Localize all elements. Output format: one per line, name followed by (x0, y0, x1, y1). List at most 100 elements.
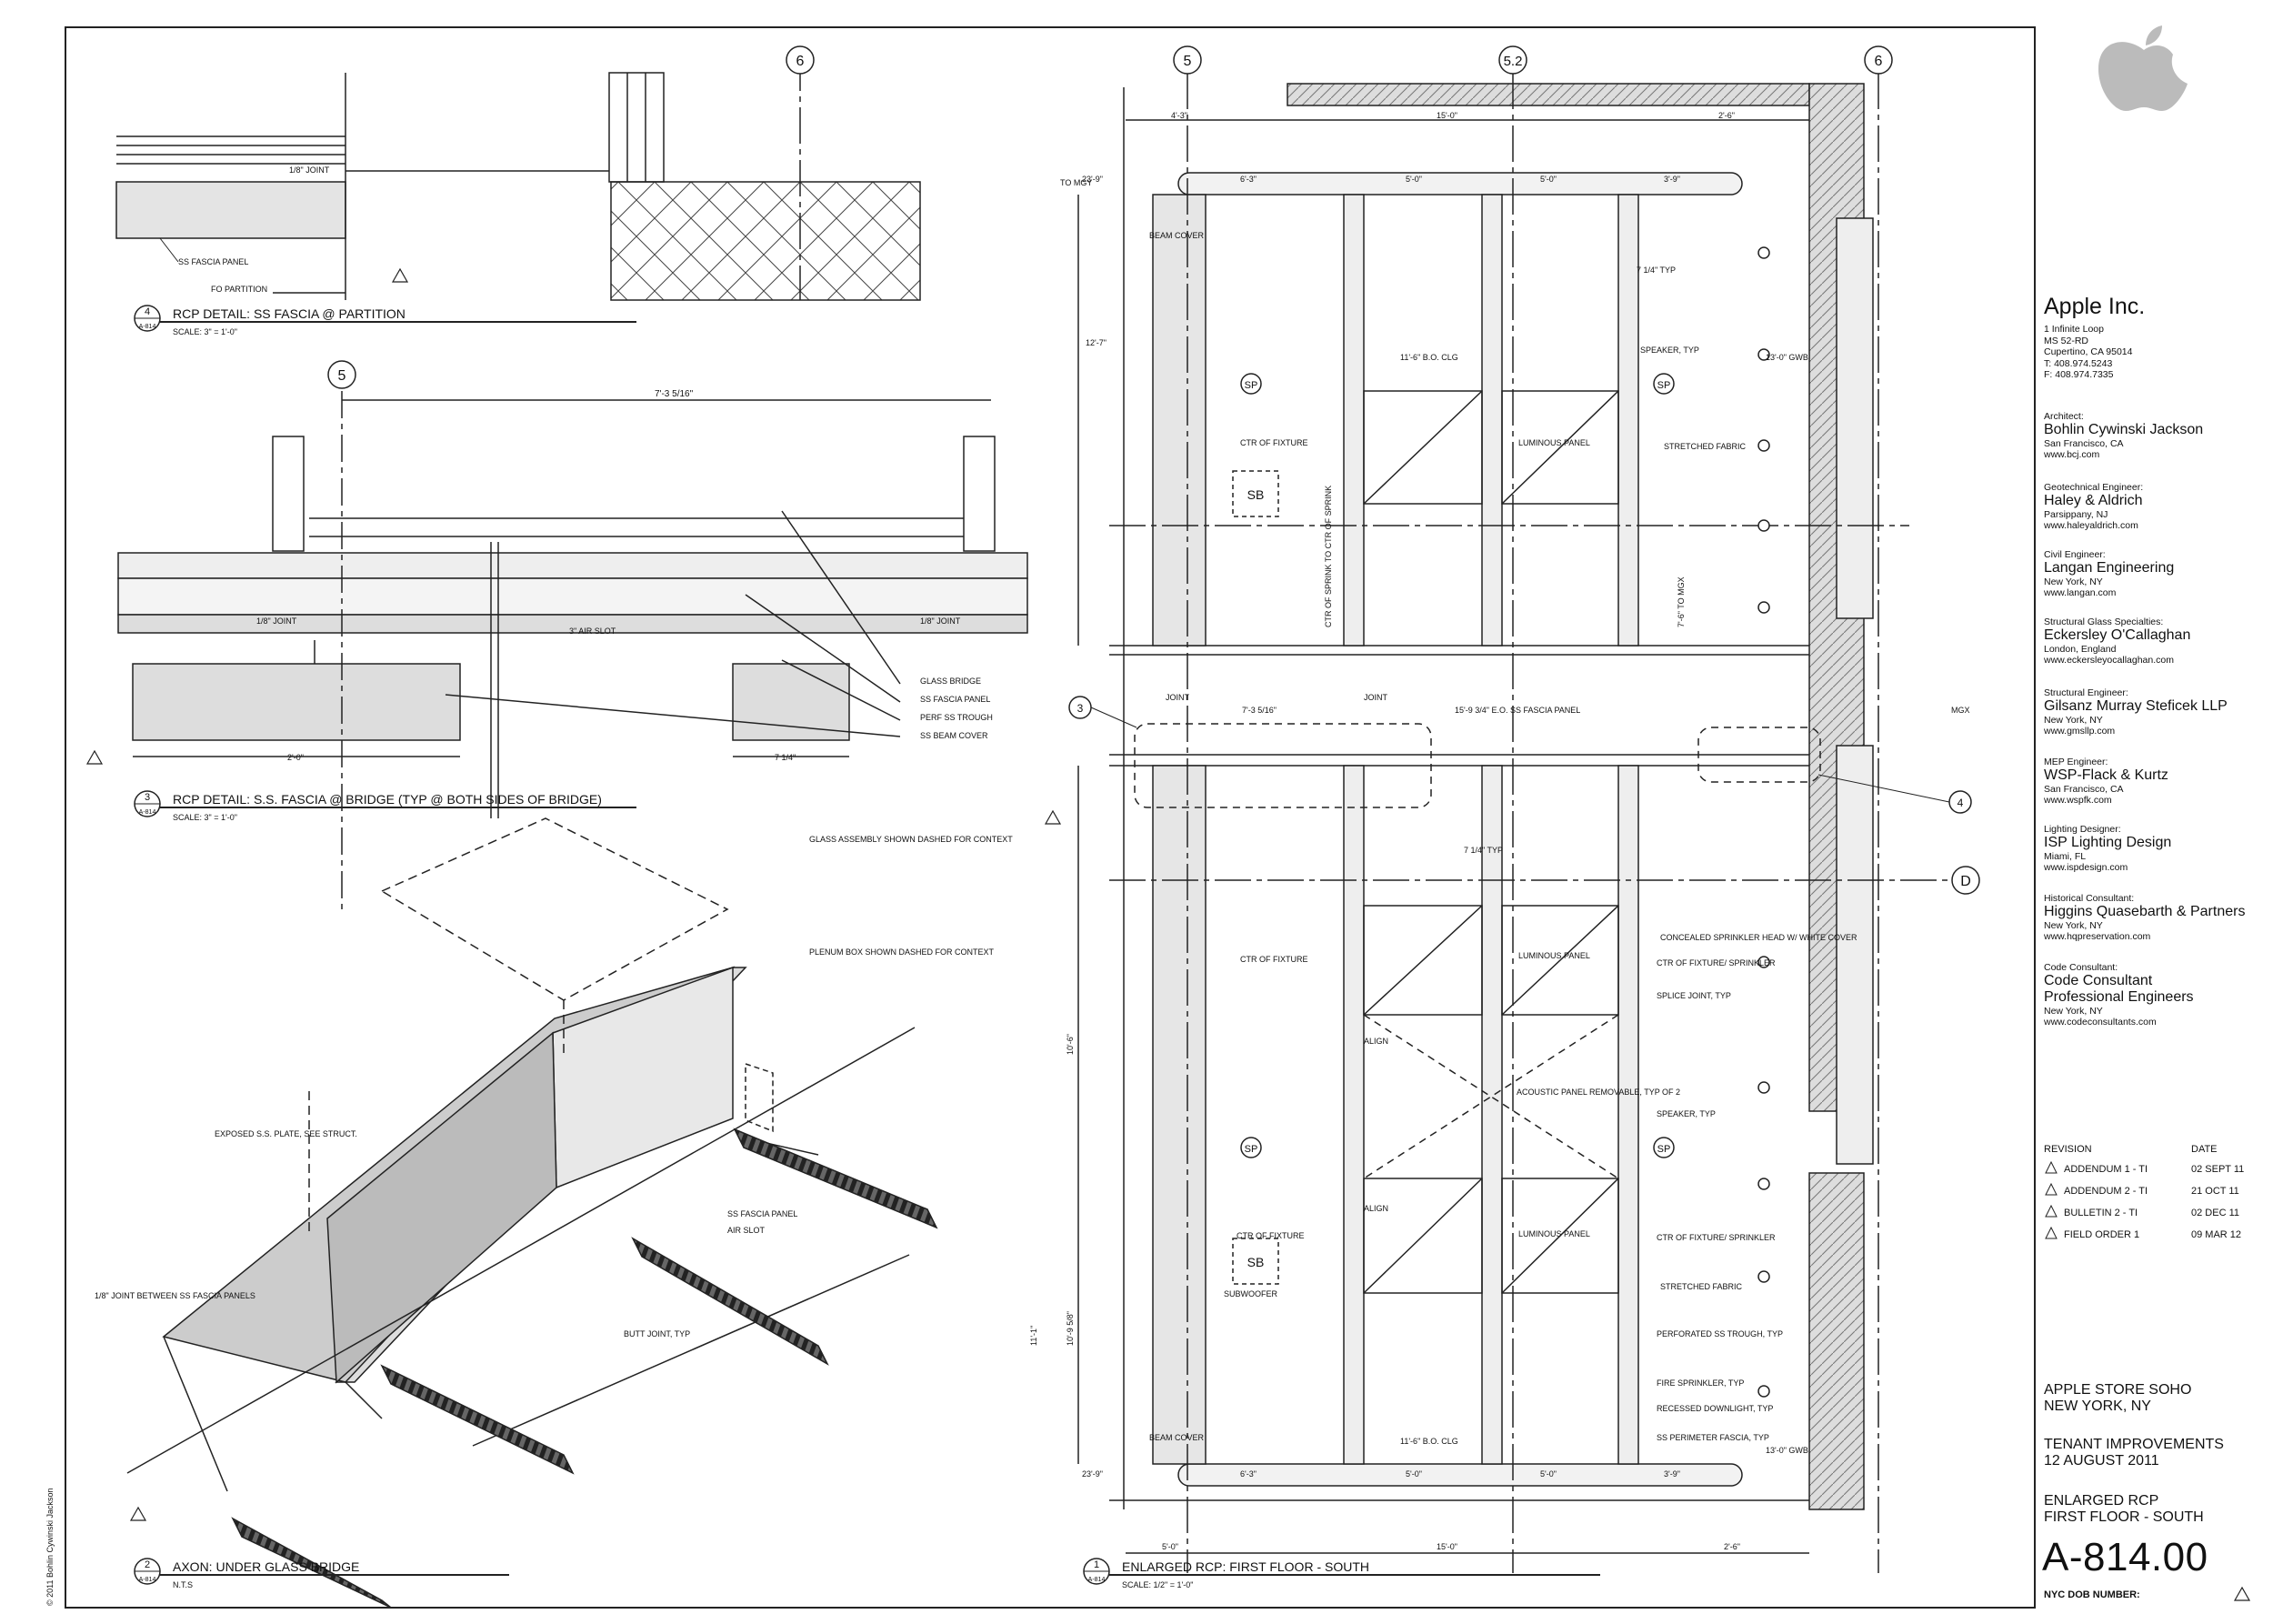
svg-text:SCALE: 1/2" = 1'-0": SCALE: 1/2" = 1'-0" (1122, 1580, 1193, 1589)
detail-title-1: 1 A-814 ENLARGED RCP: FIRST FLOOR - SOUT… (1083, 1558, 1600, 1589)
consultant-architect: Architect: Bohlin Cywinski Jackson San F… (2044, 411, 2262, 460)
svg-text:D: D (1960, 874, 1971, 889)
detail-4-leader (159, 237, 179, 263)
plan-ctr-sprinkler-low: CTR OF FIXTURE/ SPRINKLER (1657, 1233, 1776, 1242)
detail-3-air-slot: 3" AIR SLOT (569, 627, 616, 636)
plan-mid-dim-7-3: 7'-3 5/16" (1242, 706, 1277, 715)
plan-bottom-2-6: 2'-6" (1724, 1542, 1740, 1551)
consultant-firm: Bohlin Cywinski Jackson (2044, 422, 2204, 437)
plan-ctr-fixture-mid: CTR OF FIXTURE (1240, 955, 1308, 964)
consultant-location: San Francisco, CA (2044, 784, 2124, 795)
detail-3-cover-note: SS BEAM COVER (920, 731, 988, 740)
consultant-location: New York, NY (2044, 576, 2103, 587)
detail-4-partition-note: FO PARTITION (211, 285, 267, 294)
consultant-web: www.wspfk.com (2044, 795, 2112, 806)
consultant-role: Historical Consultant: (2044, 893, 2135, 904)
plan-splice: SPLICE JOINT, TYP (1657, 991, 1731, 1000)
date-header: DATE (2191, 1144, 2218, 1155)
detail-4-joint-note: 1/8" JOINT (289, 165, 330, 175)
dob-number-label: NYC DOB NUMBER: (2044, 1589, 2140, 1600)
project-phase: TENANT IMPROVEMENTS (2044, 1437, 2224, 1452)
svg-text:2: 2 (145, 1559, 150, 1570)
consultant-civil: Civil Engineer: Langan Engineering New Y… (2044, 549, 2262, 598)
detail-3-overall-dim: 7'-3 5/16" (655, 389, 694, 399)
detail-title-4: 4 A-814 RCP DETAIL: SS FASCIA @ PARTITIO… (134, 305, 636, 336)
address-line: 1 Infinite Loop (2044, 324, 2104, 335)
section-ref-4: 4 (1817, 774, 1972, 814)
plan-drawing (1077, 73, 1955, 1573)
consultant-code: Code Consultant: Code Consultant Profess… (2044, 962, 2208, 1028)
address-line: Cupertino, CA 95014 (2044, 346, 2133, 357)
detail-3-joint-right: 1/8" JOINT (920, 617, 961, 626)
revision-1-label: ADDENDUM 1 - TI (2064, 1164, 2148, 1175)
plan-mgx: MGX (1951, 706, 1970, 715)
plan-bottom-5: 5'-0" (1162, 1542, 1178, 1551)
plan-gwb-low: 13'-0" GWB (1766, 1446, 1808, 1455)
detail-3-dim-2-0: 2'-0" (287, 753, 304, 762)
svg-text:A-814: A-814 (139, 324, 156, 330)
plan-typ-7-1-4-lower: 7 1/4" TYP (1464, 846, 1503, 855)
svg-text:A-814: A-814 (1088, 1577, 1106, 1583)
plan-align-2: ALIGN (1364, 1204, 1388, 1213)
detail-3-dim-7-1-4: 7 1/4" (775, 753, 796, 762)
consultant-web: www.bcj.com (2044, 449, 2100, 460)
consultant-role: Geotechnical Engineer: (2044, 482, 2144, 493)
consultant-web: www.codeconsultants.com (2044, 1017, 2157, 1028)
consultant-location: London, England (2044, 644, 2117, 655)
svg-text:3: 3 (1077, 702, 1084, 715)
apple-logo (2098, 25, 2188, 111)
plan-recessed: RECESSED DOWNLIGHT, TYP (1657, 1404, 1773, 1413)
client-name: Apple Inc. (2044, 294, 2146, 319)
detail-3-trough-note: PERF SS TROUGH (920, 713, 993, 722)
plan-dim-6-3: 6'-3" (1240, 175, 1257, 184)
consultant-location: Parsippany, NJ (2044, 509, 2108, 520)
revision-header: REVISION (2044, 1144, 2092, 1155)
client-address: 1 Infinite Loop MS 52-RD Cupertino, CA 9… (2044, 324, 2262, 381)
sheet-title-line-1: ENLARGED RCP (2044, 1493, 2159, 1509)
svg-text:ENLARGED RCP: FIRST FLOOR - SO: ENLARGED RCP: FIRST FLOOR - SOUTH (1122, 1559, 1369, 1574)
sheet-number: A-814.00 (2042, 1535, 2208, 1579)
revision-3-date: 02 DEC 11 (2191, 1208, 2239, 1218)
plan-dim-10-6: 10'-6" (1066, 1034, 1075, 1055)
consultant-web: www.haleyaldrich.com (2044, 520, 2138, 531)
project-phase-date: 12 AUGUST 2011 (2044, 1453, 2159, 1469)
detail-title-2: 2 A-814 AXON: UNDER GLASS BRIDGE N.T.S (134, 1558, 509, 1589)
consultant-web: www.gmsllp.com (2044, 726, 2116, 737)
project-city: NEW YORK, NY (2044, 1398, 2151, 1414)
revision-2-label: ADDENDUM 2 - TI (2064, 1186, 2148, 1197)
consultant-firm: Code Consultant Professional Engineers (2044, 973, 2194, 1005)
consultant-role: Civil Engineer: (2044, 549, 2106, 560)
svg-text:SCALE: 3" = 1'-0": SCALE: 3" = 1'-0" (173, 813, 237, 822)
plan-ctr-fixture-top: CTR OF FIXTURE (1240, 438, 1308, 447)
plan-dim-top-4-3: 4'-3" (1171, 111, 1187, 120)
grid-bubble-5-detail-3: 5 (327, 360, 356, 389)
svg-text:6: 6 (1875, 54, 1883, 69)
grid-bubble-d-plan: D (1951, 866, 1980, 895)
plan-dim-5-0-a: 5'-0" (1406, 175, 1422, 184)
consultant-firm: ISP Lighting Design (2044, 835, 2172, 850)
consultant-firm: Eckersley O'Callaghan (2044, 627, 2191, 643)
detail-2-plate-note: EXPOSED S.S. PLATE, SEE STRUCT. (215, 1129, 357, 1138)
plan-dim-3-9: 3'-9" (1664, 175, 1680, 184)
consultant-mep: MEP Engineer: WSP-Flack & Kurtz San Fran… (2044, 757, 2262, 806)
plan-concealed: CONCEALED SPRINKLER HEAD W/ WHITE COVER (1660, 933, 1857, 942)
address-line: MS 52-RD (2044, 335, 2089, 346)
plan-subwoofer: SUBWOOFER (1224, 1289, 1278, 1298)
consultant-firm: Haley & Aldrich (2044, 493, 2143, 508)
svg-text:RCP DETAIL: S.S. FASCIA @ BRID: RCP DETAIL: S.S. FASCIA @ BRIDGE (TYP @ … (173, 792, 602, 807)
plan-mid-dim-15: 15'-9 3/4" E.O. SS FASCIA PANEL (1455, 706, 1580, 715)
svg-text:A-814: A-814 (139, 809, 156, 816)
revision-4-label: FIELD ORDER 1 (2064, 1229, 2140, 1240)
detail-3-fascia-note: SS FASCIA PANEL (920, 695, 990, 704)
plan-stretched-top: STRETCHED FABRIC (1664, 442, 1747, 451)
plan-dim-12-7: 12'-7" (1086, 338, 1106, 347)
plan-symbols (1240, 246, 1770, 1398)
plan-to-mgx: 7'-6" TO MGX (1677, 576, 1686, 627)
plan-dim-11-1: 11'-1" (1029, 1326, 1038, 1346)
plan-dim-5-0-low-a: 5'-0" (1406, 1469, 1422, 1479)
consultant-firm: Langan Engineering (2044, 560, 2175, 576)
consultant-role: Lighting Designer: (2044, 824, 2121, 835)
consultant-structural: Structural Engineer: Gilsanz Murray Stef… (2044, 687, 2262, 737)
plan-dim-top-2-6: 2'-6" (1718, 111, 1735, 120)
